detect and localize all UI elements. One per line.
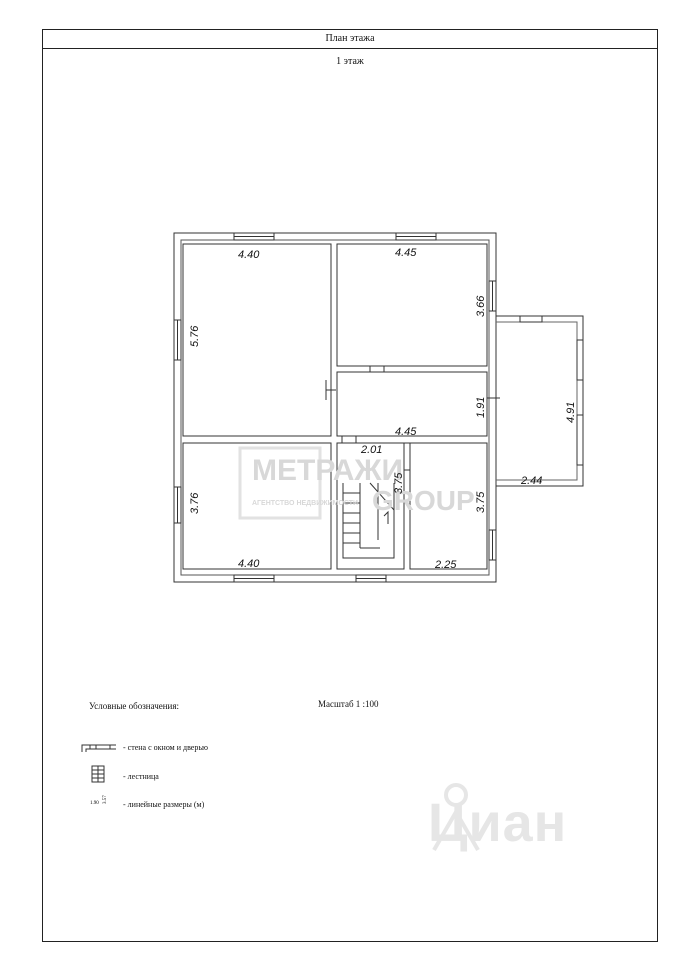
dimension-label: 4.45 [395, 247, 417, 259]
stairs-symbol [342, 482, 395, 559]
floor-label: 1 этаж [336, 56, 364, 67]
dimension-label: 3.75 [475, 491, 487, 513]
outer-wall-inner [180, 239, 490, 576]
wall-window-door-icon [81, 744, 116, 752]
legend-item-wall: - стена с окном и дверью [123, 743, 208, 752]
dimension-label: 4.45 [395, 426, 417, 438]
room-bottom-right [409, 442, 488, 570]
legend-title: Условные обозначения: [89, 701, 180, 711]
dimension-label: 2.25 [434, 559, 457, 571]
dimension-label: 5.76 [189, 325, 201, 347]
agency-watermark-subtitle: АГЕНТСТВО НЕДВИЖИМОСТИ [252, 500, 358, 507]
window [519, 315, 543, 323]
dimension-sample-icon: 1.90 3.57 [90, 795, 108, 806]
legend-item-stairs: - лестница [123, 772, 159, 781]
dimension-label: 4.40 [238, 558, 260, 570]
terrace-wall [496, 315, 584, 487]
dimension-label: 4.40 [238, 249, 260, 261]
dimension-sample-b: 3.57 [103, 795, 108, 804]
room-top-right [336, 243, 488, 367]
terrace-wall-inner [496, 321, 578, 481]
room-top-left [182, 243, 332, 437]
dimension-label: 1.91 [475, 397, 487, 418]
dimension-label: 2.44 [520, 475, 542, 487]
dimension-label: 2.01 [360, 444, 382, 456]
window [576, 414, 584, 466]
agency-watermark: МЕТРАЖИ АГЕНТСТВО НЕДВИЖИМОСТИ GROUP [238, 446, 475, 520]
sheet-title: План этажа [43, 30, 657, 49]
legend-item-stairs-label: - лестница [123, 772, 159, 781]
agency-watermark-title: МЕТРАЖИ [252, 454, 403, 487]
cian-logo-icon [432, 783, 480, 852]
window [576, 339, 584, 381]
room-stair [336, 442, 405, 570]
outer-wall [173, 232, 497, 583]
dimension-label: 3.76 [189, 492, 201, 514]
dimension-sample-a: 1.90 [90, 801, 99, 806]
dimension-label: 4.91 [565, 402, 577, 423]
room-bottom-left [182, 442, 332, 570]
legend-item-dimensions: - линейные размеры (м) [123, 800, 204, 809]
dimension-label: 3.66 [475, 295, 487, 317]
agency-watermark-group: GROUP [372, 485, 475, 516]
scale-label: Масштаб 1 :100 [318, 699, 379, 709]
legend-item-dimensions-label: - линейные размеры (м) [123, 800, 205, 809]
legend-item-wall-label: - стена с окном и дверью [123, 743, 208, 752]
stairs-icon [91, 765, 105, 783]
room-hall [336, 371, 488, 437]
dimension-label: 3.75 [393, 472, 405, 494]
